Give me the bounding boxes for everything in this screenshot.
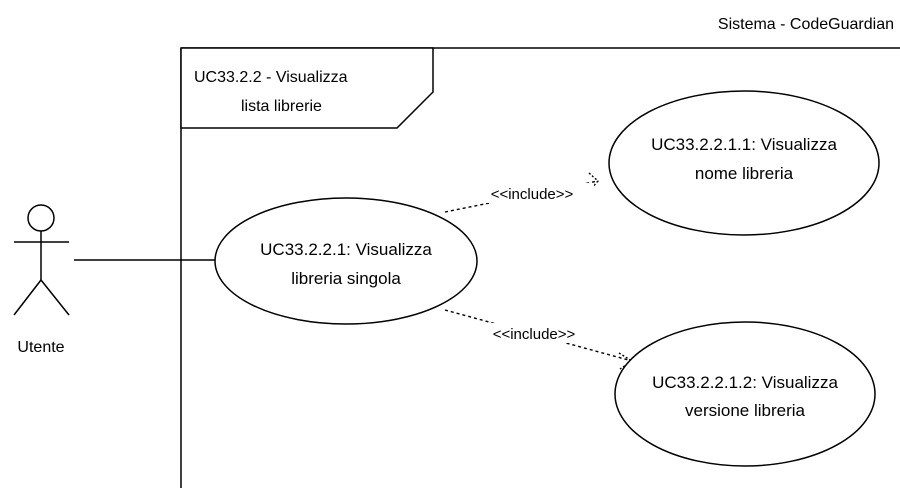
use-case-second-line1: UC33.2.2.1.2: Visualizza: [652, 373, 838, 392]
frame-tag: UC33.2.2 - Visualizza lista librerie: [180, 47, 434, 129]
use-case-main-line1: UC33.2.2.1: Visualizza: [260, 240, 432, 259]
include-relation-top: <<include>>: [444, 172, 599, 213]
include-bottom-label-bg: [476, 323, 596, 343]
include-top-label-bg: [474, 183, 594, 203]
actor-left-leg: [13, 279, 42, 316]
frame-tag-line1: UC33.2.2 - Visualizza: [194, 69, 348, 86]
use-case-main-line2: libreria singola: [291, 269, 401, 288]
use-case-second: UC33.2.2.1.2: Visualizza versione librer…: [614, 321, 876, 467]
use-case-first-line1: UC33.2.2.1.1: Visualizza: [651, 135, 837, 154]
include-top-arrowhead: [588, 172, 599, 190]
include-top-label: <<include>>: [491, 186, 574, 203]
use-case-first: UC33.2.2.1.1: Visualizza nome libreria: [608, 90, 880, 236]
use-case-second-line2: versione libreria: [685, 401, 806, 420]
actor-name: Utente: [17, 339, 64, 356]
system-title: Sistema - CodeGuardian: [718, 16, 894, 33]
use-case-first-line2: nome libreria: [695, 164, 794, 183]
include-relation-bottom: <<include>>: [444, 309, 634, 370]
frame-tag-line2: lista librerie: [241, 98, 322, 115]
actor-right-leg: [40, 279, 70, 316]
actor-utente: Utente: [13, 204, 70, 356]
include-bottom-arrowhead: [618, 352, 634, 370]
include-bottom-label: <<include>>: [493, 326, 576, 343]
use-case-main: UC33.2.2.1: Visualizza libreria singola: [214, 197, 478, 325]
actor-head: [27, 204, 55, 232]
